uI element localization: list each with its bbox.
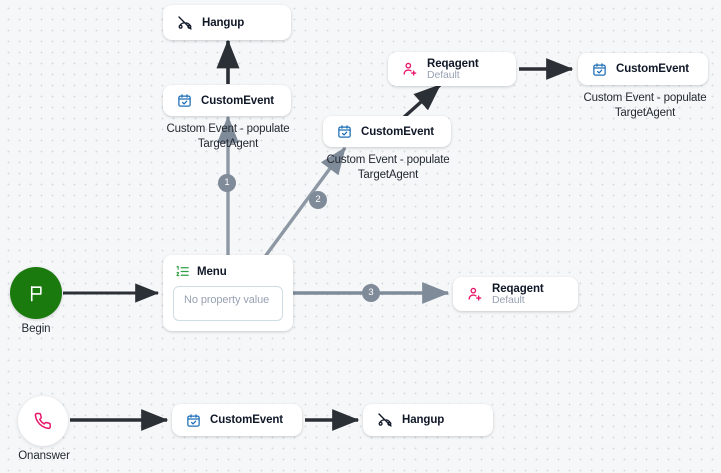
node-reqagent-branch3[interactable]: Reqagent Default: [453, 277, 578, 311]
node-reqagent-top[interactable]: Reqagent Default: [388, 52, 516, 86]
node-title: CustomEvent: [616, 63, 690, 75]
node-customevent-right[interactable]: CustomEvent: [578, 53, 708, 85]
edge-label-branch1: Custom Event - populate TargetAgent: [166, 123, 290, 150]
numbered-list-icon: [175, 264, 190, 279]
node-text: Reqagent Default: [492, 283, 544, 306]
menu-property-placeholder: No property value: [184, 294, 270, 306]
node-customevent-branch1[interactable]: CustomEvent: [163, 85, 291, 116]
node-onanswer[interactable]: [18, 396, 68, 446]
menu-header: Menu: [173, 264, 283, 279]
node-title: CustomEvent: [361, 125, 435, 138]
node-title: Reqagent: [427, 57, 479, 70]
calendar-check-icon: [177, 93, 192, 108]
edge-badge-3[interactable]: 3: [362, 284, 380, 302]
node-hangup-top[interactable]: Hangup: [163, 5, 291, 40]
calendar-check-icon: [337, 124, 352, 139]
node-title: Reqagent: [492, 282, 544, 295]
flag-icon: [27, 284, 46, 303]
node-onanswer-caption: Onanswer: [18, 450, 70, 462]
node-subtitle: Default: [427, 68, 460, 81]
edge-label-branch2: Custom Event - populate TargetAgent: [326, 154, 450, 181]
phone-icon: [34, 412, 52, 430]
node-customevent-branch2[interactable]: CustomEvent: [323, 116, 451, 147]
node-title: Hangup: [202, 16, 245, 29]
menu-property-box[interactable]: No property value: [173, 286, 283, 321]
edge-badge-1[interactable]: 1: [218, 174, 236, 192]
person-add-icon: [467, 286, 483, 302]
node-subtitle: Default: [492, 293, 525, 306]
node-begin-caption: Begin: [21, 323, 51, 335]
node-begin[interactable]: [10, 267, 62, 319]
node-title: Hangup: [402, 414, 445, 426]
node-text: Reqagent Default: [427, 58, 479, 81]
node-menu[interactable]: Menu No property value: [163, 255, 293, 331]
node-customevent-bottom[interactable]: CustomEvent: [172, 404, 302, 436]
node-hangup-bottom[interactable]: Hangup: [363, 404, 493, 436]
node-title: Menu: [197, 265, 227, 278]
calendar-check-icon: [186, 413, 201, 428]
hangup-icon: [377, 412, 393, 428]
edge-label-right: Custom Event - populate TargetAgent: [583, 92, 707, 119]
calendar-check-icon: [592, 62, 607, 77]
node-title: CustomEvent: [210, 414, 284, 426]
edge-customevent-to-reqagent: [401, 83, 442, 120]
hangup-icon: [177, 15, 193, 31]
node-title: CustomEvent: [201, 94, 275, 107]
person-add-icon: [402, 61, 418, 77]
edge-badge-2[interactable]: 2: [309, 191, 327, 209]
